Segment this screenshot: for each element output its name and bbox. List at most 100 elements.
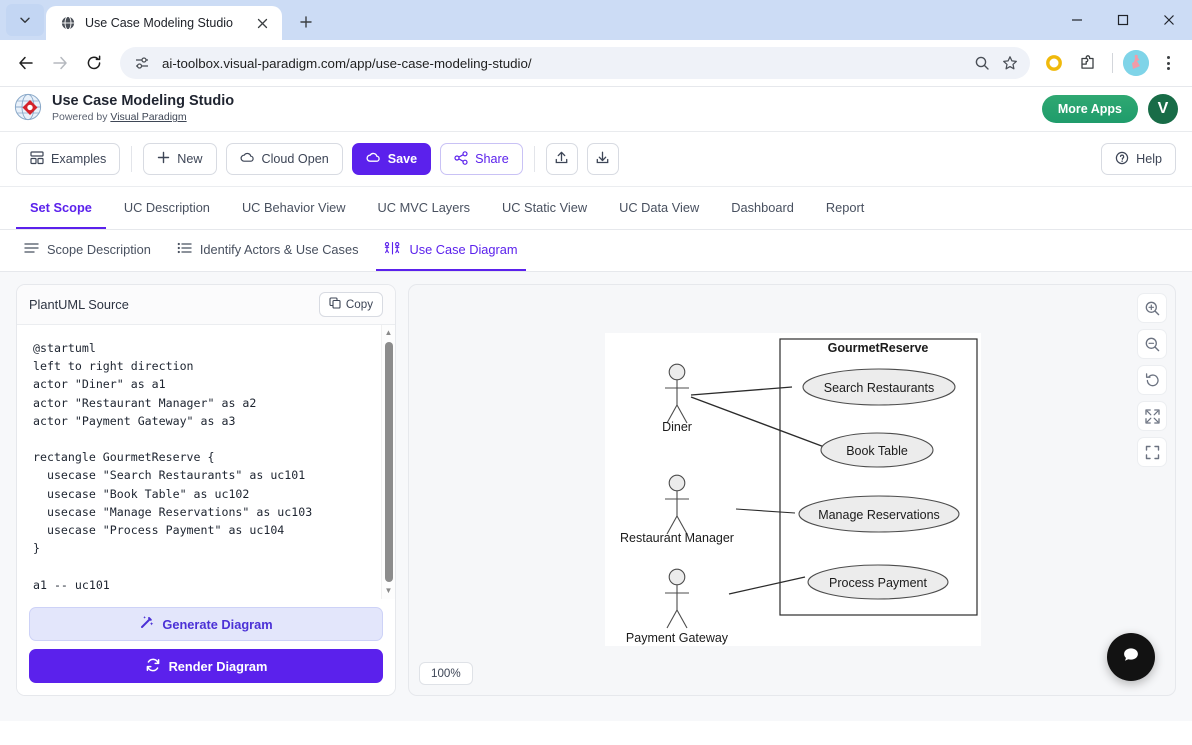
copy-icon xyxy=(329,297,341,312)
brand: Use Case Modeling Studio Powered by Visu… xyxy=(14,93,234,126)
close-window-button[interactable] xyxy=(1146,0,1192,40)
reload-icon[interactable] xyxy=(78,47,110,79)
zoom-level-badge[interactable]: 100% xyxy=(419,662,473,685)
use-case-diagram-image[interactable]: GourmetReserve Diner Restaur xyxy=(605,333,981,646)
close-icon[interactable] xyxy=(252,13,272,33)
plantuml-source-panel: PlantUML Source Copy @startuml left to r… xyxy=(16,284,396,696)
render-diagram-button[interactable]: Render Diagram xyxy=(29,649,383,683)
url-bar[interactable]: ai-toolbox.visual-paradigm.com/app/use-c… xyxy=(120,47,1030,79)
subtab-use-case-diagram[interactable]: Use Case Diagram xyxy=(376,230,526,271)
tab-report[interactable]: Report xyxy=(825,199,865,215)
help-icon xyxy=(1115,151,1129,168)
bullet-list-icon xyxy=(177,241,192,258)
svg-text:Process Payment: Process Payment xyxy=(829,576,927,590)
subtab-scope-description[interactable]: Scope Description xyxy=(16,230,159,271)
fullscreen-icon[interactable] xyxy=(1137,437,1167,467)
workspace: PlantUML Source Copy @startuml left to r… xyxy=(0,272,1192,721)
new-tab-button[interactable] xyxy=(292,8,320,36)
maximize-button[interactable] xyxy=(1100,0,1146,40)
tab-dashboard[interactable]: Dashboard xyxy=(731,199,794,215)
svg-text:Search Restaurants: Search Restaurants xyxy=(824,381,934,395)
tab-uc-static-view[interactable]: UC Static View xyxy=(502,199,588,215)
generate-diagram-button[interactable]: Generate Diagram xyxy=(29,607,383,641)
plus-icon xyxy=(157,151,170,167)
avatar[interactable] xyxy=(1123,50,1149,76)
divider xyxy=(1112,53,1113,73)
scroll-down-arrow-icon[interactable]: ▼ xyxy=(384,586,393,595)
source-panel-actions: Generate Diagram Render Diagram xyxy=(17,599,395,695)
scrollbar-thumb[interactable] xyxy=(384,342,393,582)
help-label: Help xyxy=(1136,152,1162,166)
window-controls xyxy=(1054,0,1192,40)
reset-rotate-icon[interactable] xyxy=(1137,365,1167,395)
examples-button[interactable]: Examples xyxy=(16,143,121,175)
kebab-menu-icon[interactable] xyxy=(1154,48,1182,78)
app-toolbar: Examples New Cloud Open Save Share xyxy=(0,132,1192,187)
search-icon[interactable] xyxy=(974,55,990,71)
usecase-diagram-icon xyxy=(384,241,401,259)
tab-uc-description[interactable]: UC Description xyxy=(123,199,210,215)
star-icon[interactable] xyxy=(1002,55,1018,71)
code-scrollbar[interactable]: ▲ ▼ xyxy=(381,325,395,599)
main-tab-bar: Set Scope UC Description UC Behavior Vie… xyxy=(0,187,1192,230)
browser-address-bar: ai-toolbox.visual-paradigm.com/app/use-c… xyxy=(0,40,1192,87)
account-badge[interactable]: V xyxy=(1148,94,1178,124)
download-icon xyxy=(595,150,610,168)
tab-list-chevron-icon[interactable] xyxy=(6,4,44,36)
powered-by-prefix: Powered by xyxy=(52,111,111,124)
svg-text:Book Table: Book Table xyxy=(846,444,908,458)
source-panel-header: PlantUML Source Copy xyxy=(17,285,395,325)
subtab-identify-actors-use-cases[interactable]: Identify Actors & Use Cases xyxy=(169,230,367,271)
svg-text:Diner: Diner xyxy=(662,420,692,434)
cloud-open-label: Cloud Open xyxy=(261,152,329,166)
chat-bubble-button[interactable] xyxy=(1107,633,1155,681)
upload-button[interactable] xyxy=(545,143,578,175)
share-label: Share xyxy=(475,152,509,166)
scroll-up-arrow-icon[interactable]: ▲ xyxy=(384,328,393,337)
sub-tab-bar: Scope Description Identify Actors & Use … xyxy=(0,230,1192,272)
zoom-out-icon[interactable] xyxy=(1137,329,1167,359)
magic-wand-icon xyxy=(139,615,154,633)
tab-uc-data-view[interactable]: UC Data View xyxy=(619,199,700,215)
svg-text:GourmetReserve: GourmetReserve xyxy=(828,341,929,355)
more-apps-button[interactable]: More Apps xyxy=(1041,95,1138,123)
cloud-save-icon xyxy=(366,151,381,167)
subtab-label: Use Case Diagram xyxy=(409,242,518,257)
download-button[interactable] xyxy=(586,143,619,175)
tab-uc-behavior-view[interactable]: UC Behavior View xyxy=(241,199,346,215)
url-text: ai-toolbox.visual-paradigm.com/app/use-c… xyxy=(162,55,532,71)
tab-uc-mvc-layers[interactable]: UC MVC Layers xyxy=(377,199,470,215)
save-label: Save xyxy=(387,152,418,166)
browser-tab-strip: Use Case Modeling Studio xyxy=(0,0,1192,40)
cloud-open-button[interactable]: Cloud Open xyxy=(225,143,343,175)
copy-button[interactable]: Copy xyxy=(318,292,383,317)
save-button[interactable]: Save xyxy=(351,143,432,175)
page-title: Use Case Modeling Studio xyxy=(52,93,235,110)
help-button[interactable]: Help xyxy=(1101,143,1176,175)
share-button[interactable]: Share xyxy=(440,143,523,175)
diagram-canvas[interactable]: GourmetReserve Diner Restaur xyxy=(408,284,1176,696)
tune-icon[interactable] xyxy=(134,55,150,71)
visual-paradigm-link[interactable]: Visual Paradigm xyxy=(110,111,187,124)
plantuml-code[interactable]: @startuml left to right direction actor … xyxy=(33,341,313,592)
globe-icon xyxy=(60,15,76,31)
forward-arrow-icon[interactable] xyxy=(44,47,76,79)
back-arrow-icon[interactable] xyxy=(10,47,42,79)
minimize-button[interactable] xyxy=(1054,0,1100,40)
powered-by: Powered by Visual Paradigm xyxy=(52,111,234,125)
app-header: Use Case Modeling Studio Powered by Visu… xyxy=(0,87,1192,132)
new-button[interactable]: New xyxy=(143,143,217,175)
fit-screen-icon[interactable] xyxy=(1137,401,1167,431)
uml-use-case-diagram: GourmetReserve Diner Restaur xyxy=(605,333,981,646)
profile-status-icon[interactable] xyxy=(1038,47,1070,79)
source-code-area[interactable]: @startuml left to right direction actor … xyxy=(17,325,395,599)
extensions-icon[interactable] xyxy=(1072,47,1104,79)
tab-set-scope[interactable]: Set Scope xyxy=(16,187,106,229)
divider xyxy=(131,146,133,172)
browser-tab[interactable]: Use Case Modeling Studio xyxy=(46,6,282,40)
refresh-icon xyxy=(145,657,161,676)
zoom-in-icon[interactable] xyxy=(1137,293,1167,323)
upload-icon xyxy=(554,150,569,168)
subtab-label: Identify Actors & Use Cases xyxy=(199,242,359,257)
browser-tab-title: Use Case Modeling Studio xyxy=(85,16,233,30)
